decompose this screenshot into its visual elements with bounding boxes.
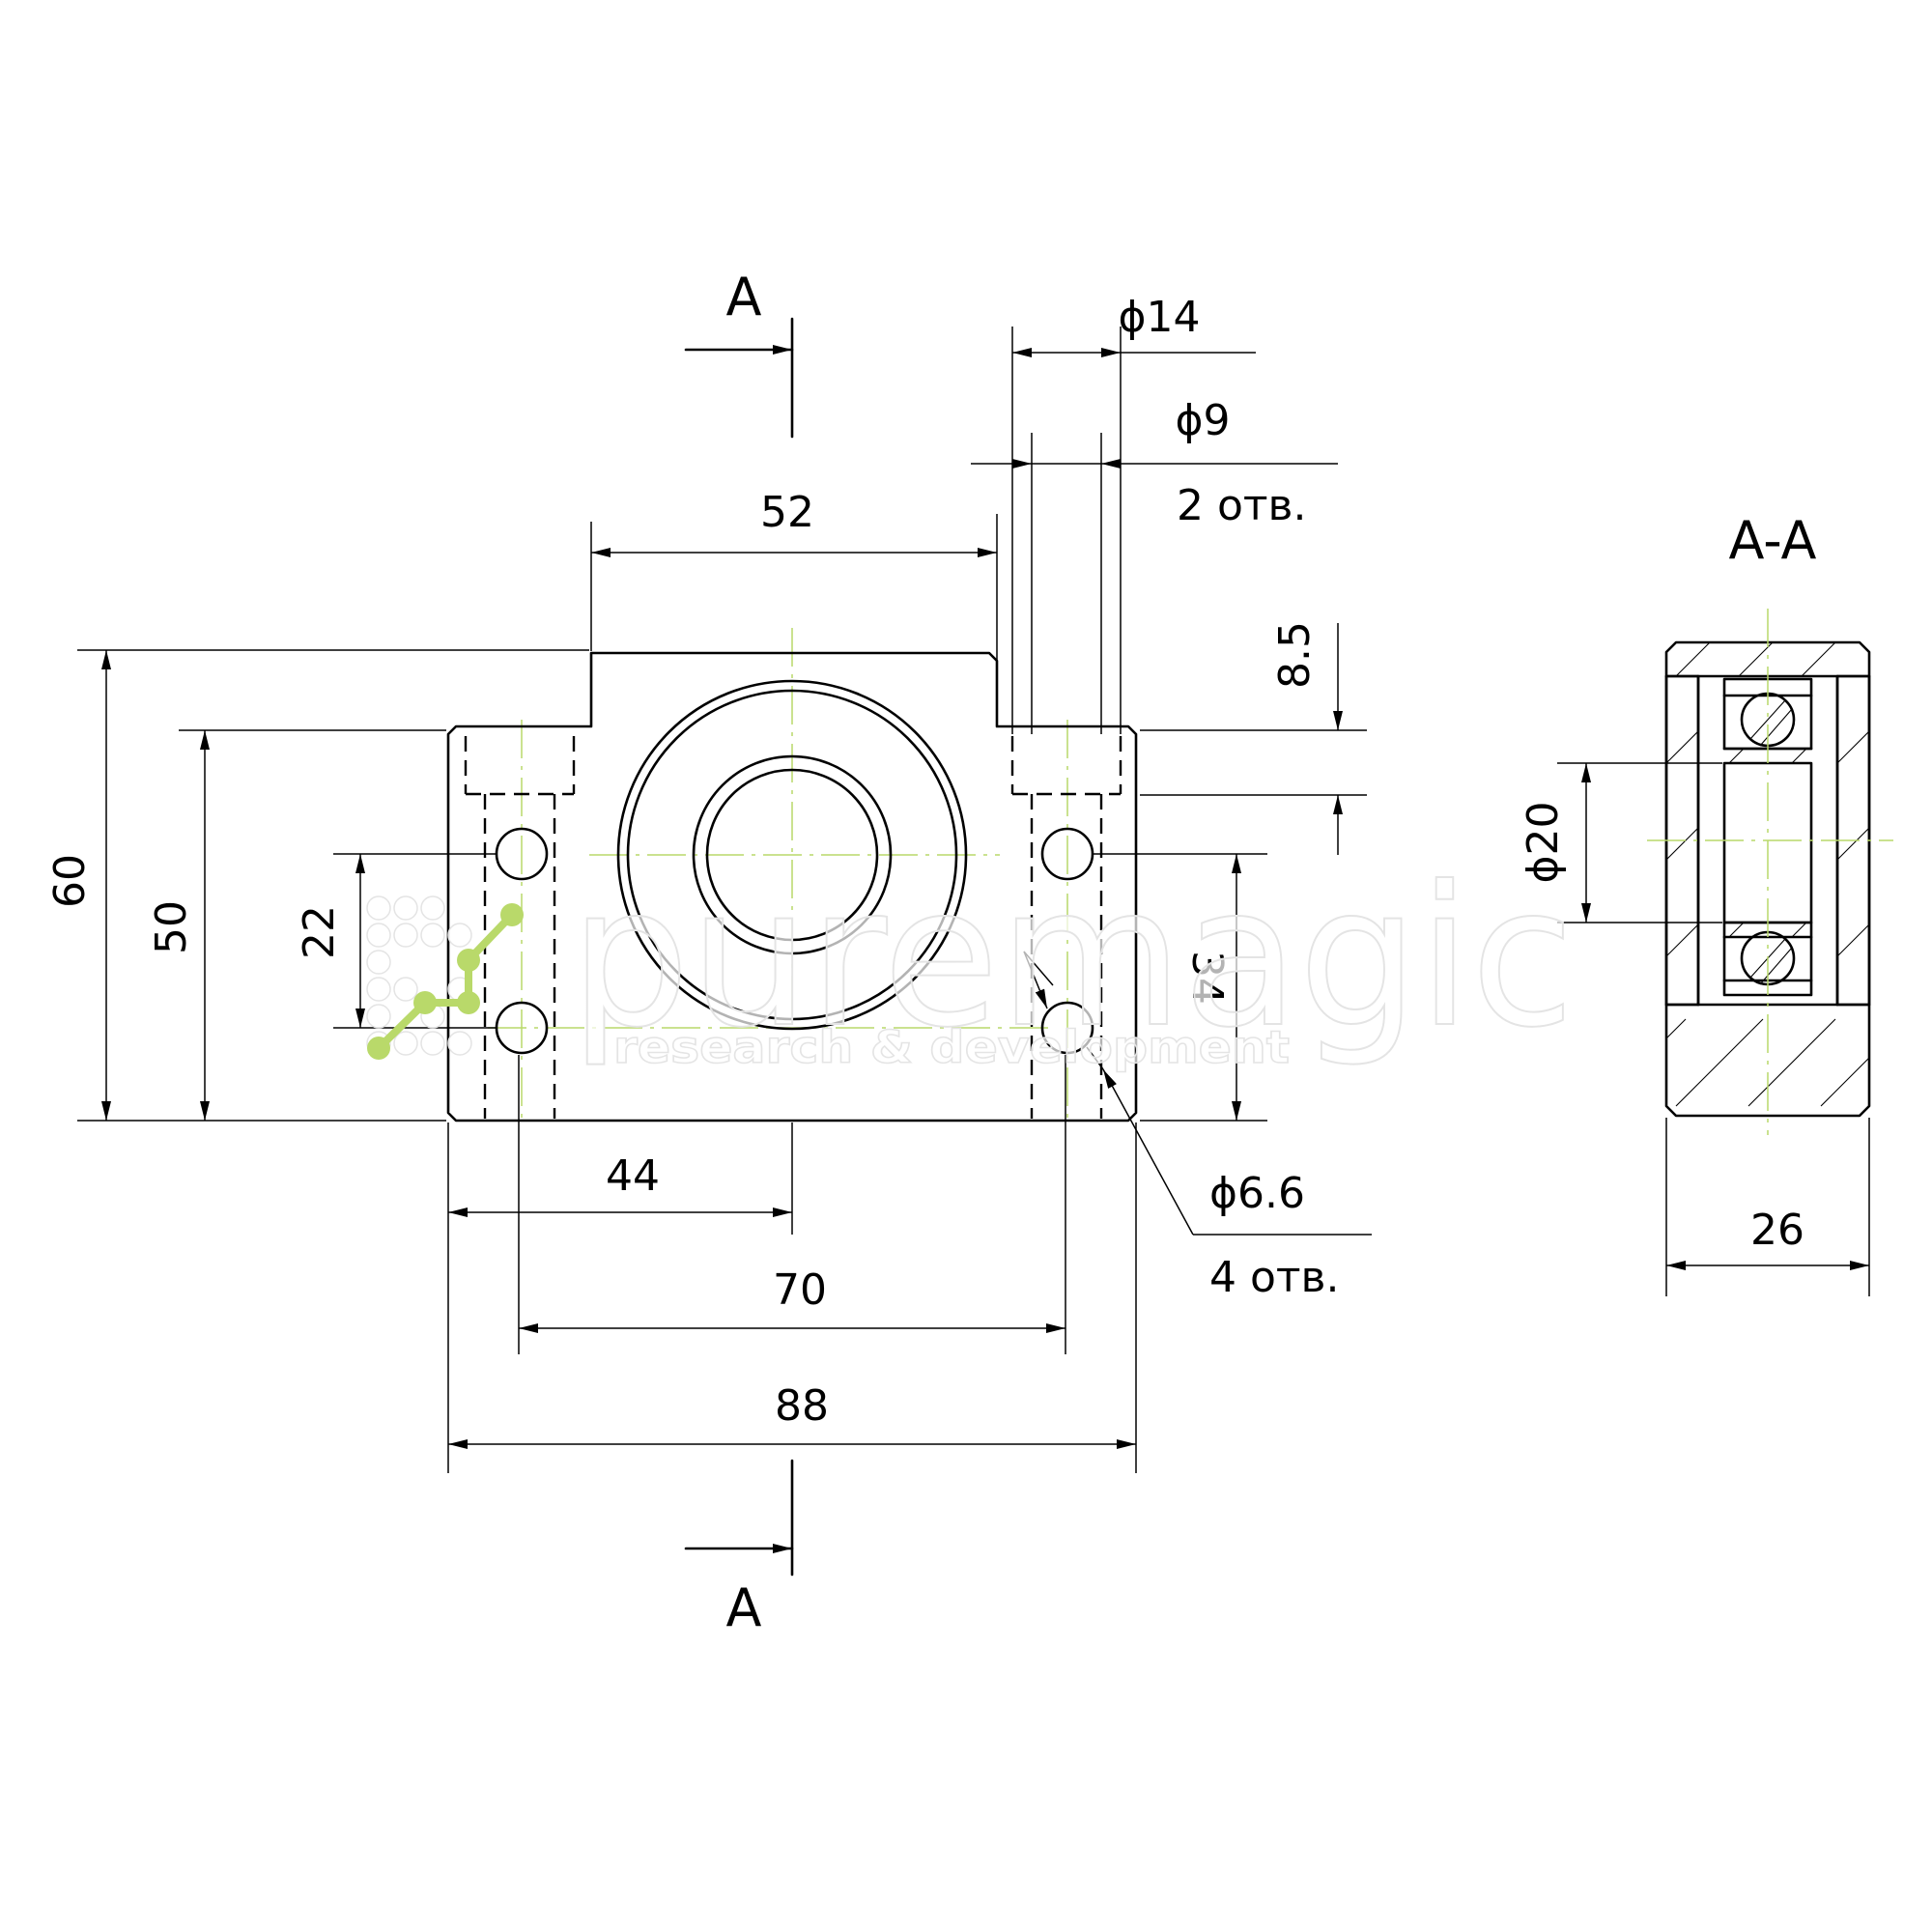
mounting-hole xyxy=(1040,1001,1094,1055)
section-label-bottom: A xyxy=(726,1577,762,1638)
dim-h8-5: 8.5 xyxy=(1270,621,1320,689)
dim-w44: 44 xyxy=(606,1151,660,1201)
dim-w88: 88 xyxy=(775,1381,829,1431)
watermark-tagline: research & development xyxy=(613,1021,1290,1073)
dim-w52: 52 xyxy=(760,488,814,537)
section-outline xyxy=(1664,640,1871,1118)
dim-h50: 50 xyxy=(147,900,196,954)
dim-d6-6: ϕ6.6 xyxy=(1209,1169,1305,1218)
dim-w26: 26 xyxy=(1750,1206,1804,1255)
section-view-title: A-A xyxy=(1729,510,1817,571)
dim-d6-6-note: 4 отв. xyxy=(1209,1253,1339,1302)
dimension-lines xyxy=(77,327,1372,1473)
dim-d14: ϕ14 xyxy=(1118,293,1200,342)
watermark-molecule-icon xyxy=(367,903,524,1060)
dim-d9-note: 2 отв. xyxy=(1177,481,1306,530)
right-counterbore-hidden xyxy=(1010,736,1122,1119)
left-counterbore-hidden xyxy=(464,736,576,1119)
dim-d20: ϕ20 xyxy=(1519,801,1568,883)
dim-h22: 22 xyxy=(295,905,344,959)
dim-w70: 70 xyxy=(773,1265,827,1315)
watermark-dots xyxy=(366,895,472,1056)
section-view: A-A xyxy=(1519,510,1893,1296)
watermark-brand: puremagic xyxy=(570,845,1575,1070)
dimension-texts: ϕ14 ϕ9 2 отв. 52 8.5 60 50 22 34 ϕ6.6 4 … xyxy=(45,293,1339,1431)
bearing-inner-race-circle xyxy=(692,754,893,955)
bore-circle xyxy=(705,768,879,942)
bearing-outer-circle xyxy=(616,679,968,1031)
dim-h34: 34 xyxy=(1182,951,1232,1005)
section-marker-top: A xyxy=(684,267,794,439)
dim-d9: ϕ9 xyxy=(1175,396,1230,445)
front-view xyxy=(446,628,1138,1122)
section-marker-bottom: A xyxy=(684,1459,794,1638)
watermark: puremagic research & development xyxy=(366,844,1576,1074)
section-label-top: A xyxy=(726,267,762,327)
dim-h60: 60 xyxy=(45,854,95,908)
